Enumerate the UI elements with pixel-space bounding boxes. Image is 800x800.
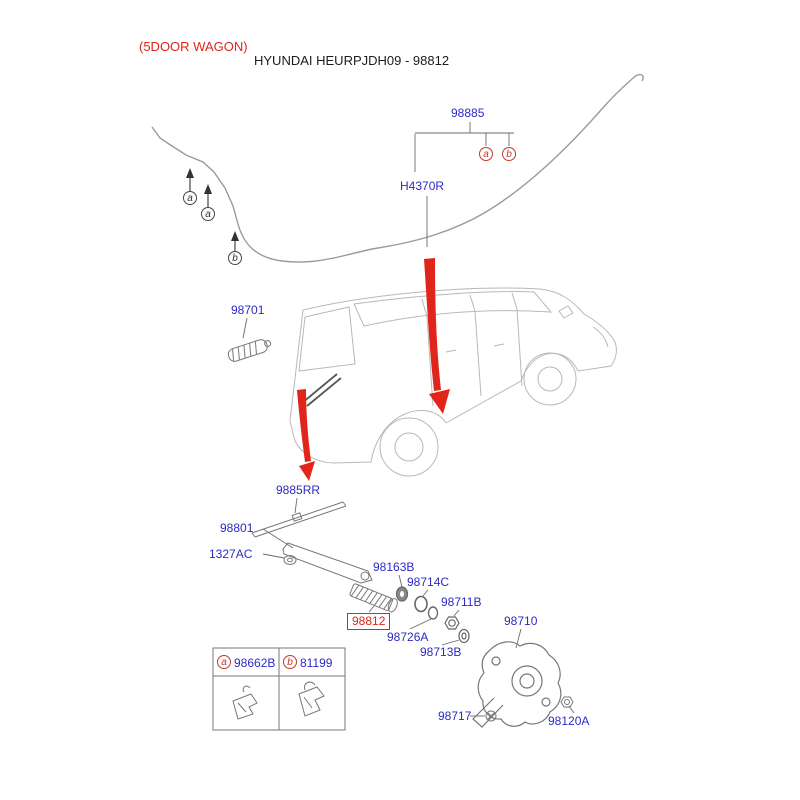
callout-a-hose-2: a: [201, 207, 215, 221]
screw-drawing: [485, 710, 497, 722]
part-label-98714c[interactable]: 98714C: [407, 575, 450, 589]
legend-callout-a: a: [217, 655, 231, 669]
washer-hose-line: [151, 74, 644, 263]
hose-pointer-arrows: [186, 168, 239, 251]
part-label-98701[interactable]: 98701: [231, 303, 265, 317]
part-label-98801[interactable]: 98801: [220, 521, 254, 535]
part-label-1327ac[interactable]: 1327AC: [209, 547, 253, 561]
part-label-98163b[interactable]: 98163B: [373, 560, 415, 574]
legend-part-98662b[interactable]: 98662B: [234, 656, 276, 670]
callout-a-hose-1: a: [183, 191, 197, 205]
grommet-washer-nut-drawings: [395, 586, 470, 644]
red-arrow-rear-door: [424, 258, 450, 414]
callout-b-hose: b: [228, 251, 242, 265]
part-label-h4370r[interactable]: H4370R: [400, 179, 445, 193]
callout-a-98885: a: [479, 147, 493, 161]
part-label-98812-highlighted[interactable]: 98812: [347, 613, 391, 630]
part-label-98710[interactable]: 98710: [504, 614, 538, 628]
pivot-shaft-drawing: [349, 583, 398, 613]
wiper-arm-drawing: [282, 542, 373, 584]
legend-clip-a-drawing: [232, 685, 258, 720]
washer-nozzle-drawing: [227, 339, 272, 363]
legend-callout-b: b: [283, 655, 297, 669]
bolt-drawing: [560, 696, 574, 708]
legend-part-81199[interactable]: 81199: [300, 656, 333, 670]
legend-clip-b-drawing: [298, 681, 325, 717]
callout-b-98885: b: [502, 147, 516, 161]
part-label-98717[interactable]: 98717: [438, 709, 472, 723]
part-label-98713b[interactable]: 98713B: [420, 645, 462, 659]
part-label-98711b[interactable]: 98711B: [441, 595, 482, 609]
page-title: HYUNDAI HEURPJDH09 - 98812: [254, 53, 450, 68]
leader-lines: [242, 122, 575, 717]
arm-cap-drawing: [283, 555, 297, 565]
variant-title: (5DOOR WAGON): [139, 39, 248, 54]
part-label-98885[interactable]: 98885: [451, 106, 485, 120]
rear-wiper-motor-drawing: [472, 641, 562, 728]
legend-grid: [212, 647, 346, 731]
part-label-98726a[interactable]: 98726A: [387, 630, 429, 644]
part-label-9885rr[interactable]: 9885RR: [276, 483, 321, 497]
part-label-98120a[interactable]: 98120A: [548, 714, 590, 728]
wiper-blade-drawing: [251, 501, 347, 538]
red-arrow-rear-wiper: [297, 389, 315, 481]
car-sketch: [289, 287, 617, 477]
